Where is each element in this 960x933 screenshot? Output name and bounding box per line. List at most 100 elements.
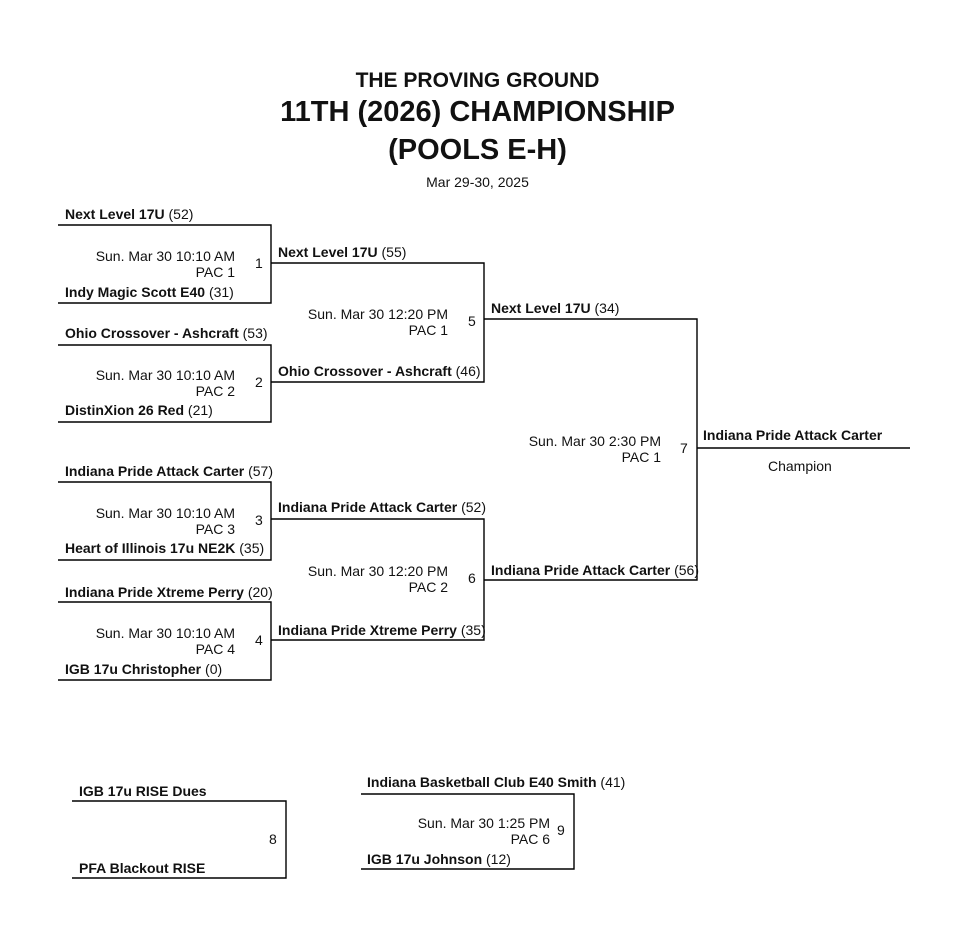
game-court: PAC 1 (621, 449, 661, 465)
game-3-connector (58, 481, 272, 561)
game-8-number: 8 (269, 831, 277, 847)
game-7-number: 7 (680, 440, 688, 456)
team-name: IGB 17u Johnson (367, 851, 483, 867)
game-8-top-team: IGB 17u RISE Dues (79, 783, 207, 799)
team-score: (21) (187, 402, 213, 418)
game-2-info: Sun. Mar 30 10:10 AM PAC 2 (96, 367, 235, 399)
game-court: PAC 1 (195, 264, 235, 280)
game-7-info: Sun. Mar 30 2:30 PM PAC 1 (529, 433, 661, 465)
team-score: (52) (461, 499, 487, 515)
game-3-bottom-team: Heart of Illinois 17u NE2K (35) (65, 540, 264, 556)
team-name: Indy Magic Scott E40 (65, 284, 206, 300)
champion-team: Indiana Pride Attack Carter (703, 427, 882, 443)
team-name: Ohio Crossover - Ashcraft (278, 363, 452, 379)
team-name: Ohio Crossover - Ashcraft (65, 325, 239, 341)
game-6-bottom-team: Indiana Pride Xtreme Perry (35) (278, 622, 486, 638)
team-score: (34) (594, 300, 620, 316)
game-2-connector (58, 344, 272, 423)
game-1-number: 1 (255, 255, 263, 271)
game-5-number: 5 (468, 313, 476, 329)
team-score: (52) (168, 206, 194, 222)
team-score: (12) (486, 851, 511, 867)
game-time: Sun. Mar 30 12:20 PM (307, 563, 448, 579)
game-7-connector (484, 318, 698, 581)
game-1-connector (58, 224, 272, 304)
team-score: (35) (460, 622, 486, 638)
team-score: (53) (242, 325, 268, 341)
team-score: (31) (208, 284, 234, 300)
game-3-top-team: Indiana Pride Attack Carter (57) (65, 463, 273, 479)
team-score: (41) (600, 774, 626, 790)
team-name: Indiana Pride Attack Carter (491, 562, 671, 578)
game-5-connector (271, 262, 485, 383)
game-time: Sun. Mar 30 10:10 AM (95, 505, 235, 521)
game-time: Sun. Mar 30 10:10 AM (95, 248, 235, 264)
game-3-number: 3 (255, 512, 263, 528)
game-time: Sun. Mar 30 10:10 AM (95, 625, 235, 641)
game-time: Sun. Mar 30 2:30 PM (528, 433, 661, 449)
team-name: Heart of Illinois 17u NE2K (65, 540, 236, 556)
team-score: (57) (248, 463, 274, 479)
game-court: PAC 4 (195, 641, 235, 657)
game-4-bottom-team: IGB 17u Christopher (0) (65, 661, 222, 677)
game-6-info: Sun. Mar 30 12:20 PM PAC 2 (308, 563, 448, 595)
game-5-top-team: Next Level 17U (55) (278, 244, 406, 260)
team-name: DistinXion 26 Red (65, 402, 185, 418)
game-5-info: Sun. Mar 30 12:20 PM PAC 1 (308, 306, 448, 338)
game-court: PAC 3 (195, 521, 235, 537)
event-organizer: THE PROVING GROUND (355, 69, 600, 92)
champion-label: Champion (768, 458, 832, 474)
team-name: PFA Blackout RISE (79, 860, 206, 876)
game-7-top-team: Next Level 17U (34) (491, 300, 619, 316)
team-name: Next Level 17U (65, 206, 165, 222)
game-2-number: 2 (255, 374, 263, 390)
team-score: (56) (674, 562, 700, 578)
team-score: (55) (381, 244, 407, 260)
game-6-number: 6 (468, 570, 476, 586)
game-court: PAC 6 (510, 831, 550, 847)
game-4-info: Sun. Mar 30 10:10 AM PAC 4 (96, 625, 235, 657)
game-9-connector (361, 793, 575, 870)
game-4-connector (58, 601, 272, 681)
team-name: IGB 17u Christopher (65, 661, 202, 677)
team-name: Indiana Basketball Club E40 Smith (367, 774, 597, 790)
team-name: Next Level 17U (278, 244, 378, 260)
game-time: Sun. Mar 30 1:25 PM (417, 815, 550, 831)
event-title: 11TH (2026) CHAMPIONSHIP (280, 96, 675, 128)
game-9-info: Sun. Mar 30 1:25 PM PAC 6 (418, 815, 550, 847)
game-3-info: Sun. Mar 30 10:10 AM PAC 3 (96, 505, 235, 537)
event-dates: Mar 29-30, 2025 (426, 174, 529, 190)
game-4-number: 4 (255, 632, 263, 648)
team-name: Indiana Pride Attack Carter (65, 463, 245, 479)
game-1-top-team: Next Level 17U (52) (65, 206, 193, 222)
game-1-info: Sun. Mar 30 10:10 AM PAC 1 (96, 248, 235, 280)
game-5-bottom-team: Ohio Crossover - Ashcraft (46) (278, 363, 481, 379)
team-name: IGB 17u RISE Dues (79, 783, 207, 799)
game-2-bottom-team: DistinXion 26 Red (21) (65, 402, 213, 418)
game-6-top-team: Indiana Pride Attack Carter (52) (278, 499, 486, 515)
team-score: (35) (239, 540, 265, 556)
game-8-connector (72, 800, 287, 879)
champion-name: Indiana Pride Attack Carter (703, 427, 883, 443)
team-score: (46) (455, 363, 481, 379)
game-8-bottom-team: PFA Blackout RISE (79, 860, 205, 876)
game-court: PAC 2 (195, 383, 235, 399)
game-time: Sun. Mar 30 10:10 AM (95, 367, 235, 383)
game-9-bottom-team: IGB 17u Johnson (12) (367, 851, 511, 867)
team-name: Indiana Pride Attack Carter (278, 499, 458, 515)
game-1-bottom-team: Indy Magic Scott E40 (31) (65, 284, 234, 300)
team-name: Indiana Pride Xtreme Perry (65, 584, 244, 600)
game-9-number: 9 (557, 822, 565, 838)
game-7-bottom-team: Indiana Pride Attack Carter (56) (491, 562, 699, 578)
team-name: Indiana Pride Xtreme Perry (278, 622, 457, 638)
event-subtitle: (POOLS E-H) (388, 134, 567, 166)
game-time: Sun. Mar 30 12:20 PM (307, 306, 448, 322)
game-4-top-team: Indiana Pride Xtreme Perry (20) (65, 584, 273, 600)
game-9-top-team: Indiana Basketball Club E40 Smith (41) (367, 774, 625, 790)
game-court: PAC 1 (408, 322, 448, 338)
team-score: (0) (205, 661, 223, 677)
team-name: Next Level 17U (491, 300, 591, 316)
game-court: PAC 2 (408, 579, 448, 595)
team-score: (20) (247, 584, 273, 600)
